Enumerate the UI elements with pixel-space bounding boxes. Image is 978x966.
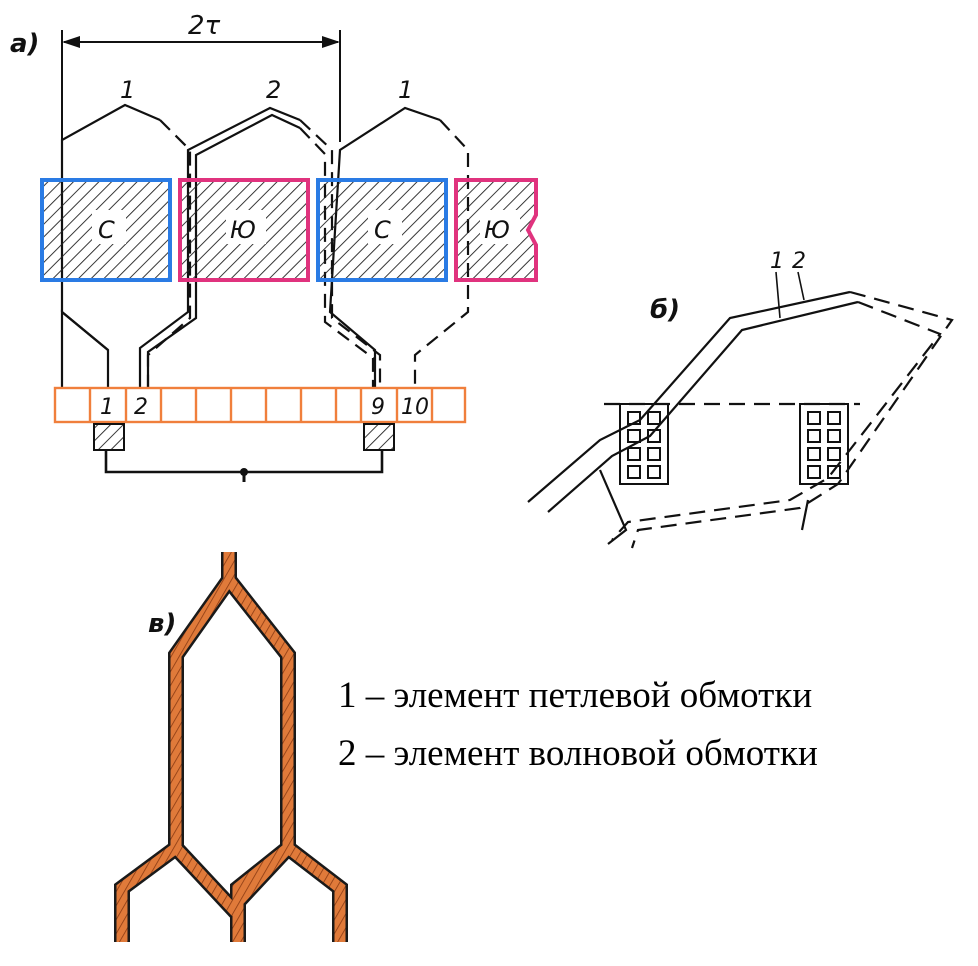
brush-left xyxy=(93,423,125,451)
dimension-arrow-left xyxy=(62,36,80,48)
dimension-2tau xyxy=(61,30,341,142)
segment-number-9: 9 xyxy=(371,395,385,420)
panel-c-label: в) xyxy=(148,609,176,639)
pole-label-4: Ю xyxy=(484,216,510,244)
segment-number-10: 10 xyxy=(401,395,429,420)
coil-label-3: 1 xyxy=(398,76,413,104)
slot-right xyxy=(799,403,849,485)
legend-item-1: 1 – элемент петлевой обмотки xyxy=(338,675,813,716)
pole-label-2: Ю xyxy=(230,216,256,244)
wire-2-wave xyxy=(604,290,954,549)
panel-b: б) 1 2 xyxy=(527,249,954,549)
wire-label-1: 1 xyxy=(770,249,784,274)
pole-label-3: С xyxy=(374,216,391,244)
wire-label-2: 2 xyxy=(792,249,806,274)
panel-b-label: б) xyxy=(650,295,680,325)
commutator xyxy=(53,386,467,424)
panel-c: в) xyxy=(114,552,348,942)
panel-a: а) 2τ 1 2 1 xyxy=(10,11,538,482)
coil-label-2: 2 xyxy=(266,76,281,104)
dimension-label: 2τ xyxy=(188,11,221,41)
brush-right xyxy=(363,423,395,451)
pole-label-1: С xyxy=(98,216,115,244)
segment-number-2: 2 xyxy=(134,395,148,420)
panel-a-label: а) xyxy=(10,29,39,59)
segment-number-1: 1 xyxy=(100,395,114,420)
legend-item-2: 2 – элемент волновой обмотки xyxy=(338,733,818,774)
wire-1-loop xyxy=(527,290,859,513)
coil-label-1: 1 xyxy=(120,76,135,104)
dimension-arrow-right xyxy=(322,36,340,48)
conductor-element xyxy=(114,552,348,942)
pole-north-2 xyxy=(316,178,448,282)
